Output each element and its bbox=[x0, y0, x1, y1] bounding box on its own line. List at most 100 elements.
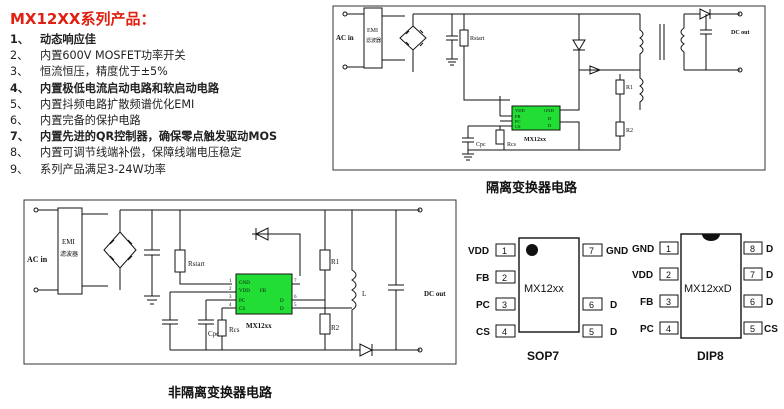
cpc-capacitor bbox=[162, 319, 178, 350]
isolated-chip bbox=[511, 105, 561, 131]
pin-number: 3 bbox=[502, 300, 507, 310]
pin-number: 6 bbox=[750, 297, 755, 307]
bridge-wire bbox=[382, 15, 405, 61]
pin-box bbox=[743, 267, 763, 281]
isolated-chip-label: MX12xx bbox=[524, 137, 546, 143]
pin-box bbox=[582, 297, 603, 311]
pin-box bbox=[495, 297, 516, 311]
dip8-label: DIP8 bbox=[697, 349, 724, 363]
emi-filter-box bbox=[57, 207, 83, 295]
chip-pin-label: CS bbox=[239, 307, 245, 312]
feedback-divider bbox=[319, 210, 331, 350]
isolated-caption: 隔离变换器电路 bbox=[486, 181, 578, 196]
chip-pin-number: 5 bbox=[294, 303, 297, 308]
isolated-circuit: AC in EMI 滤波器 Rstart DC out R1 bbox=[332, 5, 766, 171]
aux-diode bbox=[579, 65, 640, 75]
pin-number: 1 bbox=[502, 246, 507, 256]
chip-pin-label: FB bbox=[515, 114, 521, 119]
pin-number: 5 bbox=[750, 324, 755, 334]
feature-item: 1、动态响应佳 bbox=[10, 33, 96, 46]
pin-box bbox=[495, 324, 516, 338]
pin-number: 6 bbox=[589, 300, 594, 310]
pin-name: VDD bbox=[468, 246, 489, 257]
chip-pin-number: 1 bbox=[229, 279, 232, 284]
ac-terminal bbox=[342, 64, 348, 70]
transformer-secondary bbox=[680, 14, 740, 71]
chip-pin-label: PC bbox=[239, 299, 246, 304]
dip8-package: MX12xxD 1 2 3 4 8 7 6 5 GND VDD FB PC D … bbox=[632, 233, 778, 363]
pin-name: GND bbox=[632, 244, 654, 255]
nonisolated-frame bbox=[23, 199, 457, 365]
nonisolated-chip-label: MX12xx bbox=[246, 322, 272, 330]
bridge-wire bbox=[119, 209, 420, 290]
pin-name: PC bbox=[640, 324, 654, 335]
transformer-primary bbox=[639, 14, 644, 70]
ac-terminal bbox=[33, 287, 39, 293]
dc-terminal bbox=[737, 67, 743, 73]
feature-item: 9、系列产品满足3-24W功率 bbox=[10, 162, 166, 176]
bottom-diode bbox=[170, 343, 420, 357]
emi-sub-label: 滤波器 bbox=[60, 250, 78, 258]
chip-pin-number: 4 bbox=[229, 303, 232, 308]
chip-pin-label: D bbox=[280, 299, 284, 304]
chip-pin-label: GND bbox=[544, 108, 554, 113]
cpc-capacitor bbox=[198, 319, 214, 350]
pin-number: 8 bbox=[750, 244, 755, 254]
ac-in-label: AC in bbox=[336, 34, 354, 42]
ac-wire bbox=[347, 13, 364, 68]
r1-label: R1 bbox=[626, 85, 633, 91]
pin-name: VDD bbox=[632, 270, 653, 281]
bridge-diode-marks bbox=[405, 29, 424, 47]
pin-name: PC bbox=[476, 300, 490, 311]
transformer-core bbox=[659, 24, 665, 60]
pin-box bbox=[582, 324, 603, 338]
chip-pin-label: GND bbox=[239, 281, 250, 286]
feature-item: 4、内置极低电流启动电路和软启动电路 bbox=[10, 81, 220, 95]
inductor-label: L bbox=[362, 290, 366, 298]
pin-number: 5 bbox=[589, 327, 594, 337]
pin-box bbox=[743, 294, 763, 308]
sop7-package: MX12xx 1 2 3 4 7 6 5 VDD FB PC CS GND D … bbox=[468, 237, 628, 363]
rstart-label: Rstart bbox=[470, 36, 485, 42]
chip-pin-number: 3 bbox=[229, 295, 232, 300]
ac-in-label: AC in bbox=[27, 255, 48, 264]
feature-item: 8、内置可调节线端补偿，保障线端电压稳定 bbox=[10, 146, 242, 160]
rcs-label: Rcs bbox=[507, 142, 517, 148]
pin-name: FB bbox=[640, 297, 653, 308]
chip-wires bbox=[169, 283, 352, 320]
pin-box bbox=[659, 321, 679, 335]
ground-symbol bbox=[446, 55, 458, 66]
chip-pin-label: PC bbox=[515, 119, 521, 124]
chip-wires bbox=[499, 60, 580, 150]
chip-pin-label: D bbox=[280, 307, 284, 312]
ac-wire bbox=[38, 209, 58, 291]
chip-pin-label: FB bbox=[260, 289, 267, 294]
cpc-label: Cpc bbox=[476, 142, 486, 148]
pin-box bbox=[582, 243, 603, 257]
pin-box bbox=[743, 321, 763, 335]
feature-item: 3、恒流恒压，精度优于±5% bbox=[10, 65, 168, 79]
dc-terminal bbox=[737, 11, 743, 17]
feature-item: 5、内置抖频电路扩散频谱优化EMI bbox=[10, 97, 195, 111]
sop7-body bbox=[518, 237, 580, 333]
pin-number: 7 bbox=[589, 246, 594, 256]
rcs-resistor bbox=[217, 319, 227, 350]
pin-box bbox=[743, 241, 763, 255]
output-capacitor bbox=[700, 14, 712, 70]
pin-name: CS bbox=[764, 324, 778, 335]
pin-box bbox=[659, 294, 679, 308]
bridge-rectifier bbox=[103, 231, 137, 269]
sop7-label: SOP7 bbox=[527, 349, 559, 363]
feature-item: 7、内置先进的QR控制器，确保零点触发驱动MOS bbox=[10, 130, 278, 144]
chip-pin-label: D bbox=[548, 116, 552, 121]
nonisolated-caption: 非隔离变换器电路 bbox=[168, 386, 273, 401]
top-diode bbox=[252, 227, 301, 276]
sop7-chip-label: MX12xx bbox=[524, 283, 564, 295]
snubber-diode bbox=[572, 14, 586, 60]
dc-out-label: DC out bbox=[424, 290, 446, 298]
pin-name: D bbox=[610, 327, 617, 338]
bridge-rectifier bbox=[399, 25, 427, 51]
dip8-chip-label: MX12xxD bbox=[684, 283, 732, 295]
dip8-notch bbox=[702, 234, 720, 241]
chip-pin-label: VDD bbox=[515, 108, 525, 113]
